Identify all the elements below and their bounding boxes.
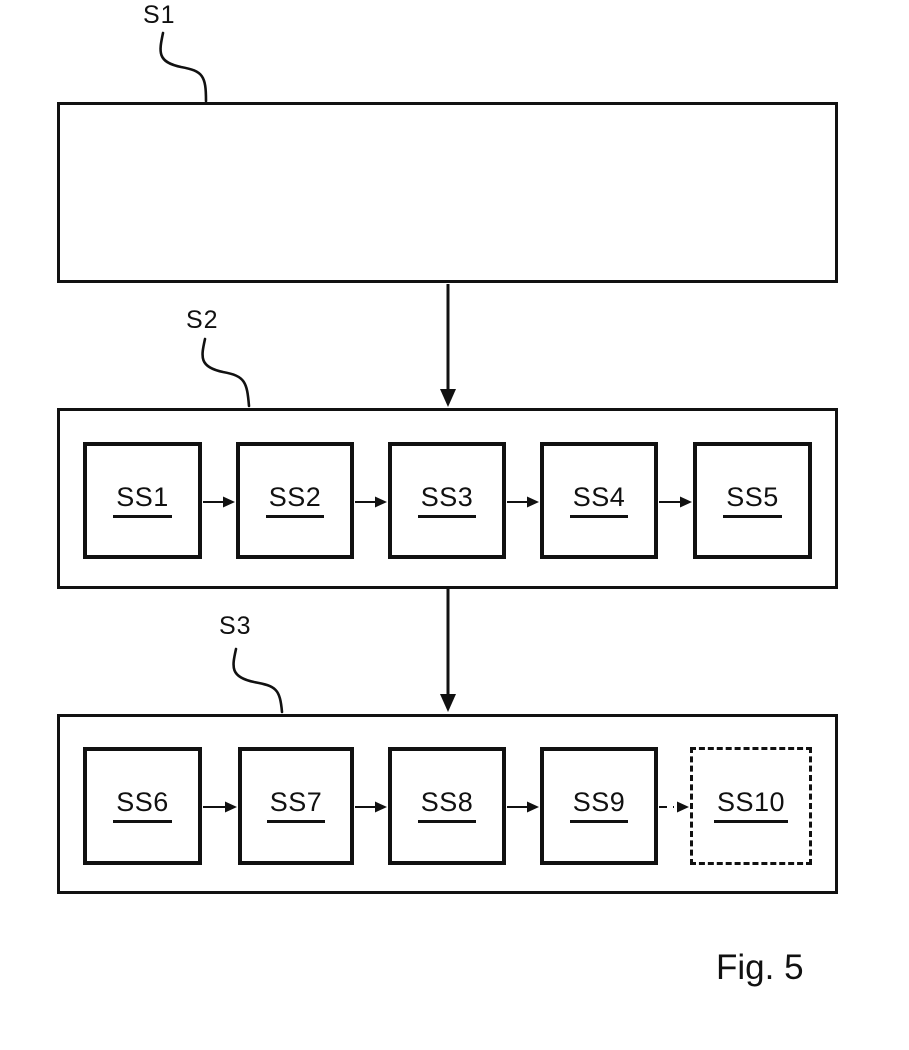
box-ss5: SS5 bbox=[693, 442, 812, 559]
box-ss8-label: SS8 bbox=[417, 789, 477, 823]
box-ss3-label: SS3 bbox=[417, 483, 477, 518]
leader-line-s2 bbox=[201, 337, 251, 408]
box-ss10: SS10 bbox=[690, 747, 812, 865]
box-ss2: SS2 bbox=[236, 442, 354, 559]
label-s1: S1 bbox=[143, 1, 176, 29]
box-s1 bbox=[57, 102, 838, 283]
box-ss10-label: SS10 bbox=[713, 789, 789, 823]
box-ss8: SS8 bbox=[388, 747, 506, 865]
leader-line-s1 bbox=[159, 31, 208, 103]
box-ss2-label: SS2 bbox=[265, 483, 325, 518]
box-ss3: SS3 bbox=[388, 442, 506, 559]
box-ss6-label: SS6 bbox=[113, 789, 172, 823]
box-ss9: SS9 bbox=[540, 747, 658, 865]
arrow-s1-to-s2 bbox=[440, 284, 456, 407]
box-ss6: SS6 bbox=[83, 747, 202, 865]
box-ss1: SS1 bbox=[83, 442, 202, 559]
box-ss7: SS7 bbox=[238, 747, 354, 865]
box-ss5-label: SS5 bbox=[723, 483, 782, 518]
box-ss4-label: SS4 bbox=[569, 483, 629, 518]
label-s2: S2 bbox=[186, 306, 219, 334]
box-ss1-label: SS1 bbox=[113, 483, 172, 518]
box-ss4: SS4 bbox=[540, 442, 658, 559]
box-ss9-label: SS9 bbox=[569, 789, 629, 823]
arrow-s2-to-s3 bbox=[440, 589, 456, 712]
label-s3: S3 bbox=[219, 612, 252, 640]
figure-caption: Fig. 5 bbox=[716, 948, 804, 987]
leader-line-s3 bbox=[232, 647, 284, 714]
box-ss7-label: SS7 bbox=[266, 789, 326, 823]
